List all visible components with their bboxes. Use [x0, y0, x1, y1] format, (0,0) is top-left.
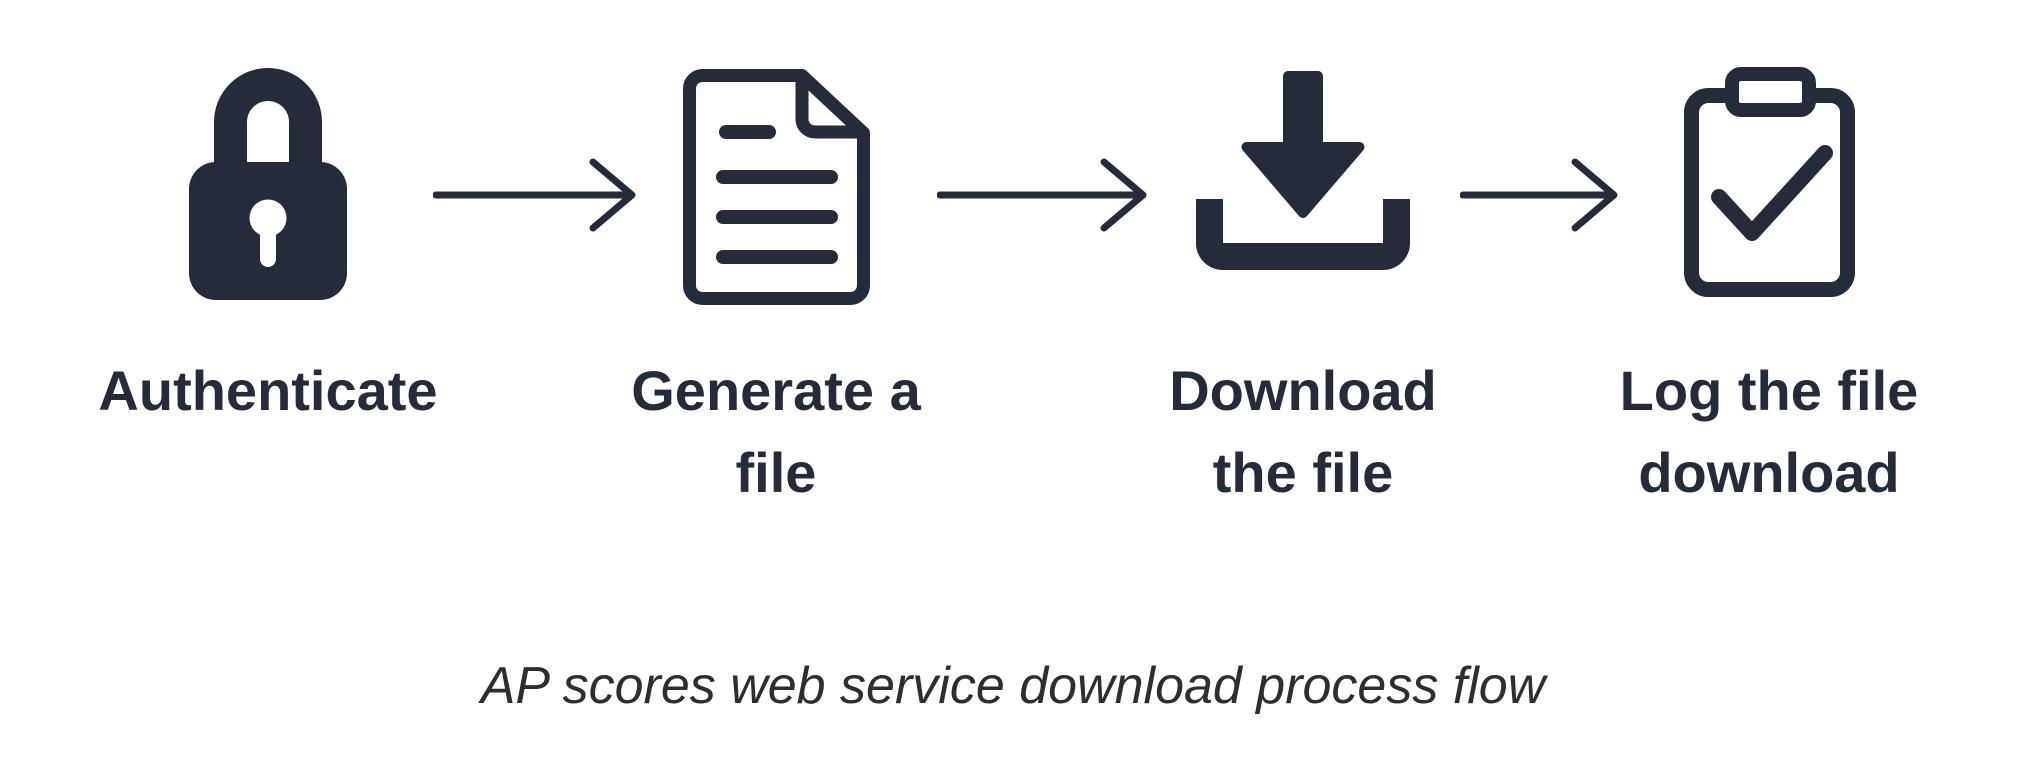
download-icon — [1196, 71, 1410, 270]
process-step: Generate a file — [546, 0, 1006, 514]
step-label-line: Download — [1169, 359, 1437, 422]
arrow-right-icon — [433, 158, 636, 232]
step-icon-slot — [682, 0, 870, 305]
process-step: Authenticate — [38, 0, 498, 432]
step-label-line: download — [1638, 441, 1900, 504]
process-step: Log the file download — [1539, 0, 1999, 514]
step-label-line: Generate a — [631, 359, 921, 422]
step-icon-slot — [189, 0, 347, 305]
step-label: Download the file — [1169, 350, 1437, 514]
clipboard-check-icon — [1683, 67, 1855, 297]
step-label-line: file — [735, 441, 817, 504]
step-label-line: Authenticate — [98, 359, 438, 422]
process-step: Download the file — [1073, 0, 1533, 514]
step-label-line: Log the file — [1619, 359, 1919, 422]
step-label: Log the file download — [1620, 350, 1919, 514]
step-label: Authenticate — [98, 350, 437, 432]
document-icon — [682, 69, 870, 305]
lock-icon — [189, 68, 347, 300]
figure-caption: AP scores web service download process f… — [480, 657, 1546, 715]
step-icon-slot — [1683, 0, 1855, 305]
arrow-right-icon — [937, 158, 1147, 232]
step-icon-slot — [1196, 0, 1410, 305]
arrow-right-icon — [1460, 158, 1618, 232]
step-label-line: the file — [1212, 441, 1394, 504]
step-label: Generate a file — [631, 350, 921, 514]
